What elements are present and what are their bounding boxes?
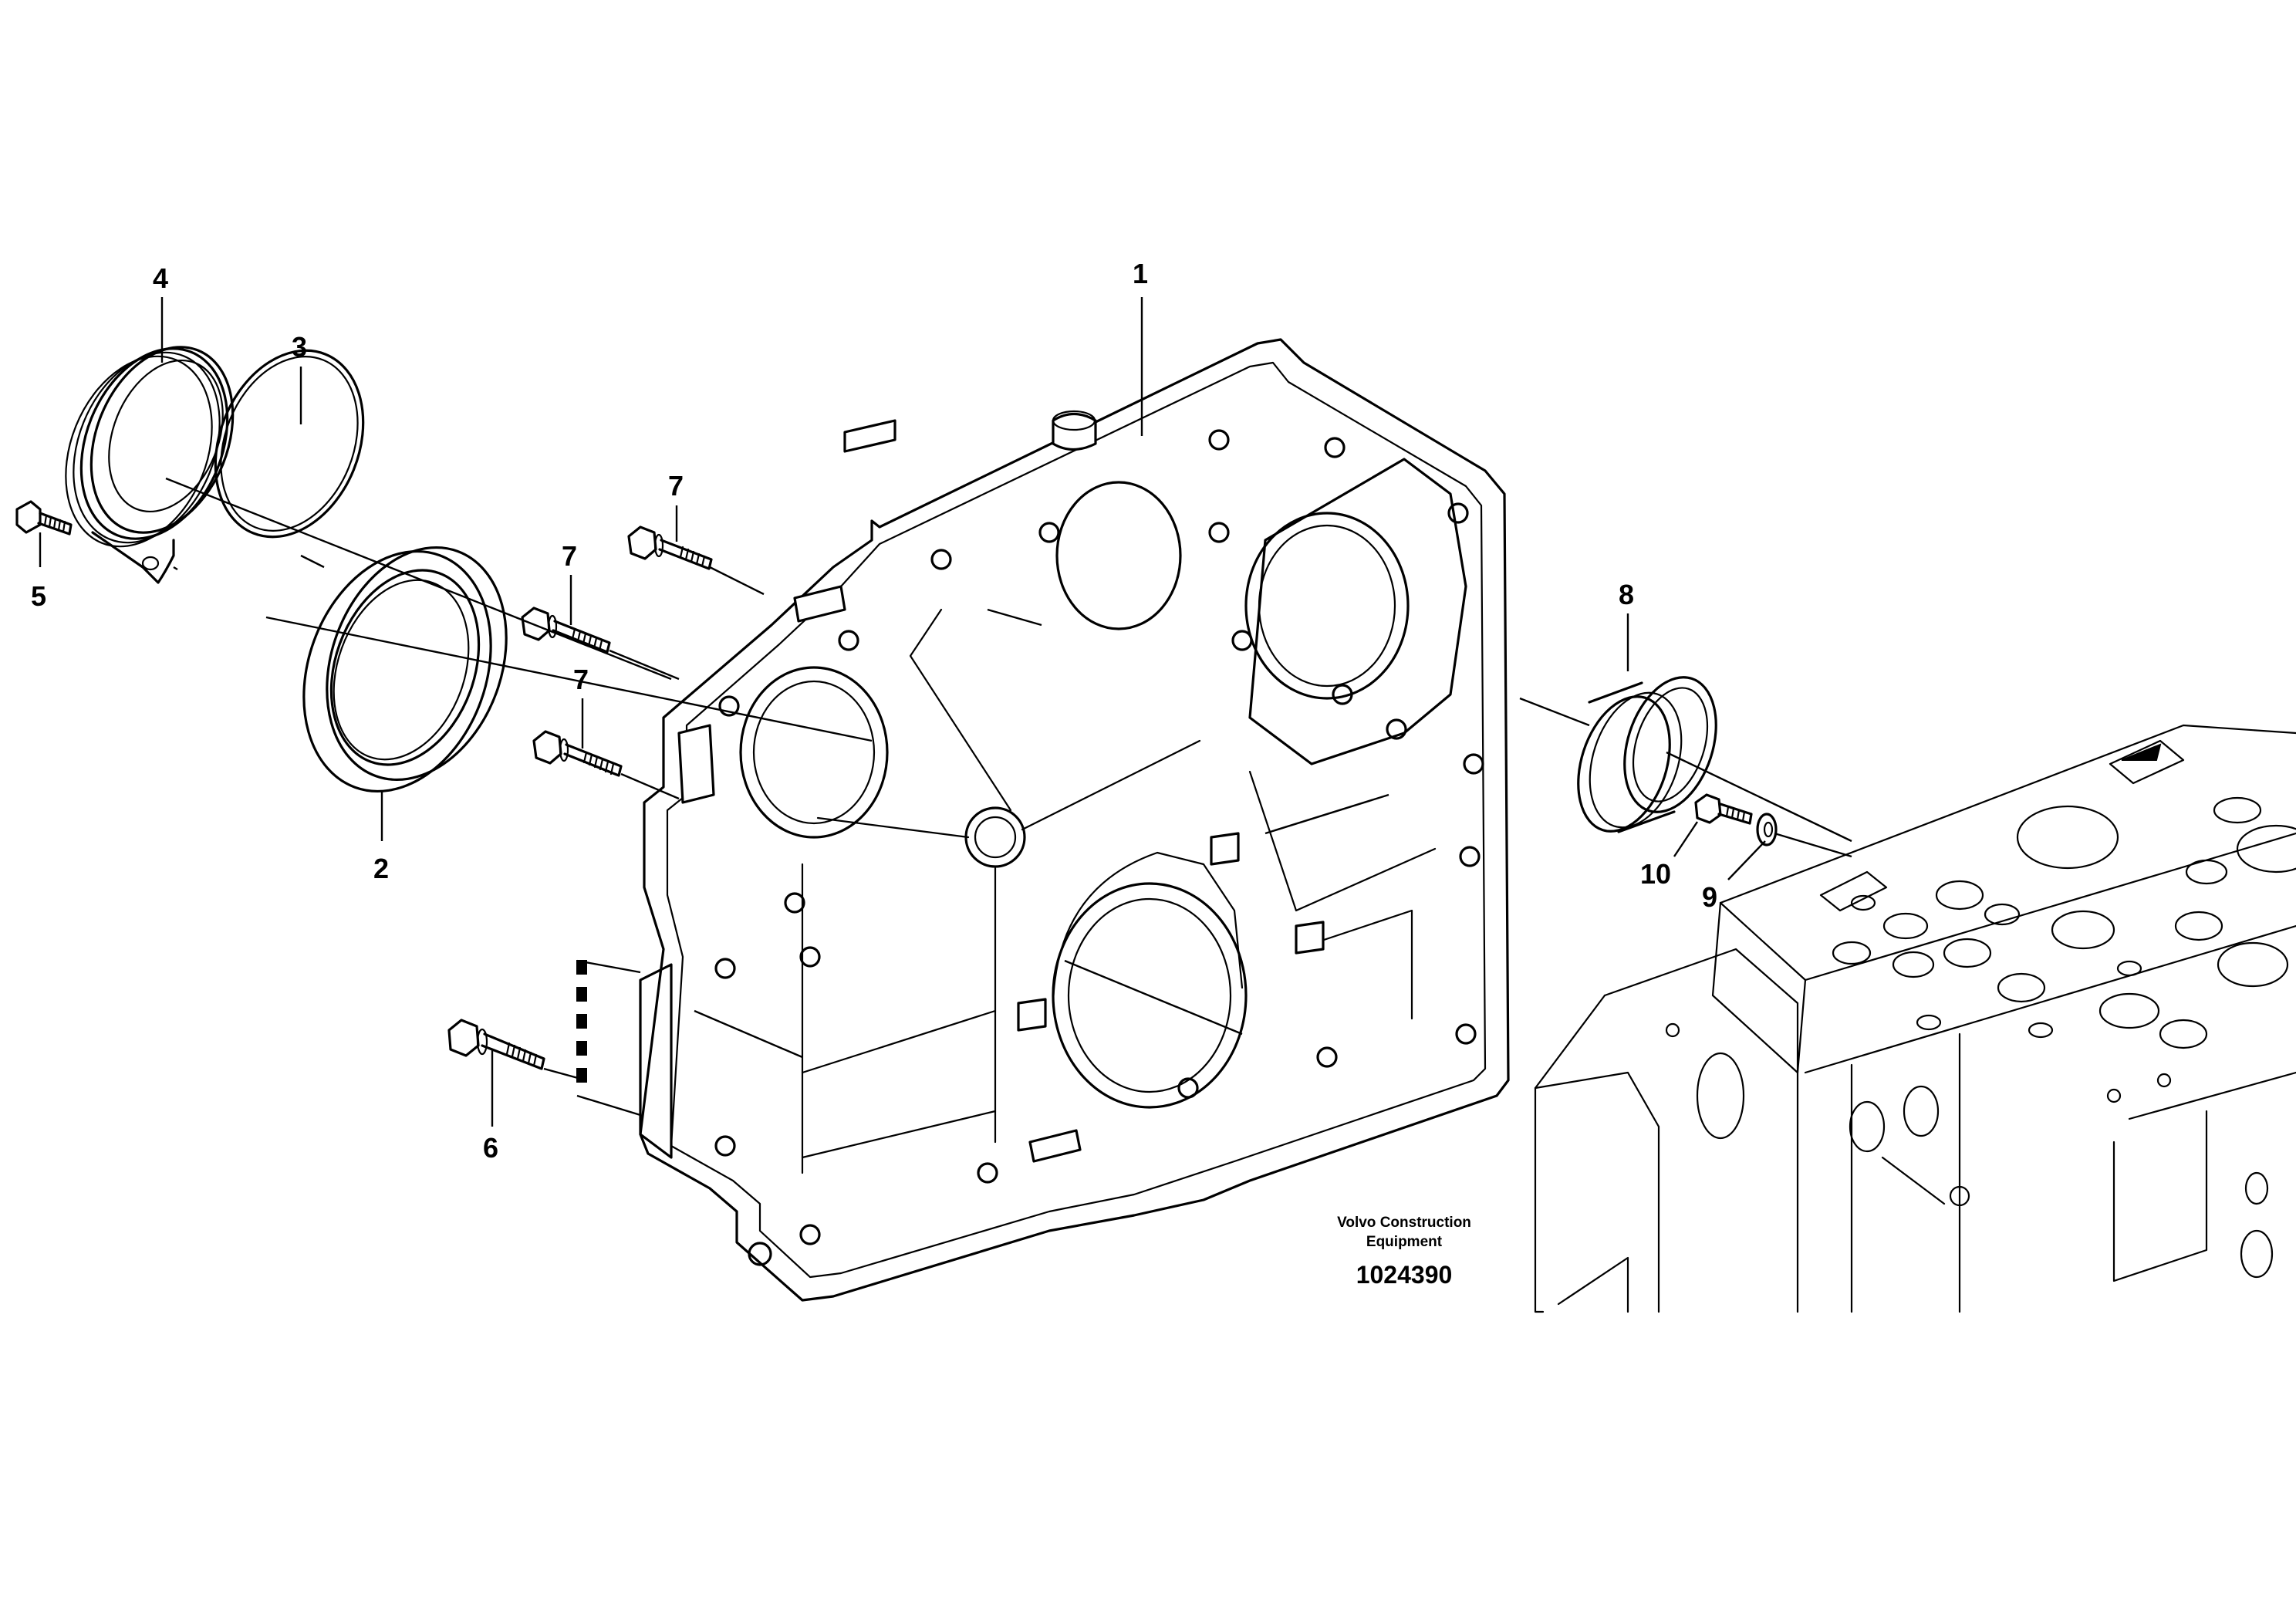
o-ring — [214, 349, 365, 539]
callout-labels: 1 2 3 4 5 6 7 7 7 8 9 10 — [31, 258, 1717, 1164]
engine-block — [1534, 724, 2296, 1313]
washer-9 — [1756, 813, 1778, 846]
callout-1: 1 — [1133, 258, 1148, 289]
screw-7-bottom — [532, 730, 623, 777]
callout-8: 8 — [1619, 579, 1634, 610]
callout-3: 3 — [292, 331, 307, 363]
callout-7-bottom: 7 — [573, 664, 589, 695]
callout-leaders — [39, 297, 1766, 1127]
gasket-marks — [576, 959, 641, 1117]
screw-6 — [447, 1019, 545, 1070]
sealing-ring — [302, 546, 508, 793]
callout-7-top: 7 — [668, 470, 684, 502]
casing-bolt-holes — [714, 429, 1484, 1266]
screw-10 — [1694, 793, 1753, 825]
callout-6: 6 — [483, 1132, 498, 1164]
callout-4: 4 — [153, 262, 168, 294]
caption-line-1: Volvo Construction — [1337, 1215, 1471, 1231]
timing-gear-casing — [639, 338, 1510, 1302]
screw-5 — [15, 500, 73, 536]
callout-2: 2 — [373, 853, 389, 884]
caption-block: Volvo Construction Equipment 1024390 — [1337, 1215, 1471, 1289]
callout-9: 9 — [1702, 881, 1717, 913]
caption-line-2: Equipment — [1366, 1234, 1443, 1250]
callout-5: 5 — [31, 580, 46, 612]
screw-7-top — [627, 525, 713, 570]
assembly-lines — [165, 477, 1852, 1082]
callout-7-middle: 7 — [562, 540, 577, 572]
callout-10: 10 — [1640, 858, 1671, 890]
document-number: 1024390 — [1356, 1261, 1453, 1289]
cover — [65, 346, 235, 584]
sleeve — [1577, 676, 1717, 833]
screw-7-middle — [521, 607, 611, 654]
